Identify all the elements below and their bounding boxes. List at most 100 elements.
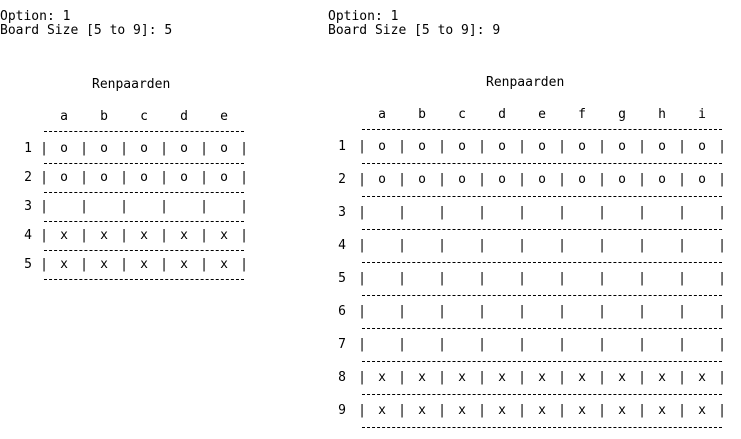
cell-separator: | (718, 370, 726, 385)
cell-separator: | (398, 337, 406, 352)
cell-separator: | (80, 257, 88, 272)
board-cell: x (220, 257, 228, 272)
cell-separator: | (638, 370, 646, 385)
board-border-line (44, 131, 244, 132)
column-label: a (60, 109, 68, 124)
row-label: 2 (338, 172, 346, 187)
cell-separator: | (200, 199, 208, 214)
cell-separator: | (678, 304, 686, 319)
cell-separator: | (80, 199, 88, 214)
board-cell: x (60, 257, 68, 272)
row-divider-line (362, 427, 722, 428)
board-cell: o (618, 172, 626, 187)
cell-separator: | (40, 141, 48, 156)
cell-separator: | (638, 304, 646, 319)
board-border-line (362, 129, 722, 130)
board-cell: o (60, 170, 68, 185)
board-cell: o (100, 141, 108, 156)
row-label: 5 (338, 271, 346, 286)
option-line: Option: 1 (0, 9, 71, 24)
board-cell: x (220, 228, 228, 243)
cell-separator: | (558, 403, 566, 418)
cell-separator: | (478, 271, 486, 286)
board-cell: x (658, 403, 666, 418)
cell-separator: | (358, 304, 366, 319)
row-label: 3 (24, 199, 32, 214)
board-cell: x (498, 370, 506, 385)
row-divider-line (362, 229, 722, 230)
cell-separator: | (518, 139, 526, 154)
board-cell: o (498, 172, 506, 187)
cell-separator: | (478, 139, 486, 154)
left-console-panel: Option: 1 Board Size [5 to 9]: 5 Renpaar… (0, 0, 320, 439)
cell-separator: | (120, 170, 128, 185)
row-label: 1 (24, 141, 32, 156)
board-cell: x (60, 228, 68, 243)
cell-separator: | (160, 199, 168, 214)
column-label: f (578, 107, 586, 122)
board-cell: o (220, 170, 228, 185)
board-cell: o (100, 170, 108, 185)
cell-separator: | (120, 228, 128, 243)
row-label: 9 (338, 403, 346, 418)
board-size-line: Board Size [5 to 9]: 5 (0, 23, 173, 38)
board-cell: o (578, 172, 586, 187)
board-cell: o (418, 139, 426, 154)
cell-separator: | (438, 370, 446, 385)
row-divider-line (362, 394, 722, 395)
cell-separator: | (678, 172, 686, 187)
cell-separator: | (478, 172, 486, 187)
board-cell: x (100, 257, 108, 272)
row-divider-line (362, 196, 722, 197)
option-line: Option: 1 (328, 9, 399, 24)
board-cell: x (578, 403, 586, 418)
row-label: 5 (24, 257, 32, 272)
cell-separator: | (438, 403, 446, 418)
cell-separator: | (160, 170, 168, 185)
board-cell: x (378, 370, 386, 385)
cell-separator: | (558, 337, 566, 352)
board-cell: x (140, 257, 148, 272)
cell-separator: | (718, 139, 726, 154)
cell-separator: | (598, 370, 606, 385)
cell-separator: | (558, 139, 566, 154)
cell-separator: | (518, 403, 526, 418)
cell-separator: | (518, 205, 526, 220)
board-cell: x (418, 403, 426, 418)
row-divider-line (44, 221, 244, 222)
cell-separator: | (518, 337, 526, 352)
cell-separator: | (518, 304, 526, 319)
board-cell: o (618, 139, 626, 154)
board-cell: x (698, 370, 706, 385)
board-cell: x (658, 370, 666, 385)
cell-separator: | (478, 370, 486, 385)
board-cell: x (578, 370, 586, 385)
cell-separator: | (518, 238, 526, 253)
cell-separator: | (638, 139, 646, 154)
board-cell: o (578, 139, 586, 154)
cell-separator: | (120, 141, 128, 156)
cell-separator: | (598, 337, 606, 352)
row-divider-line (44, 250, 244, 251)
cell-separator: | (638, 238, 646, 253)
cell-separator: | (80, 141, 88, 156)
cell-separator: | (678, 205, 686, 220)
cell-separator: | (638, 337, 646, 352)
cell-separator: | (160, 257, 168, 272)
cell-separator: | (200, 257, 208, 272)
cell-separator: | (40, 257, 48, 272)
board-cell: o (458, 172, 466, 187)
cell-separator: | (40, 228, 48, 243)
board-cell: o (538, 172, 546, 187)
cell-separator: | (678, 337, 686, 352)
cell-separator: | (558, 172, 566, 187)
cell-separator: | (518, 172, 526, 187)
cell-separator: | (478, 238, 486, 253)
cell-separator: | (398, 205, 406, 220)
row-divider-line (362, 328, 722, 329)
cell-separator: | (438, 337, 446, 352)
row-divider-line (362, 361, 722, 362)
cell-separator: | (518, 370, 526, 385)
board-cell: x (140, 228, 148, 243)
cell-separator: | (398, 370, 406, 385)
